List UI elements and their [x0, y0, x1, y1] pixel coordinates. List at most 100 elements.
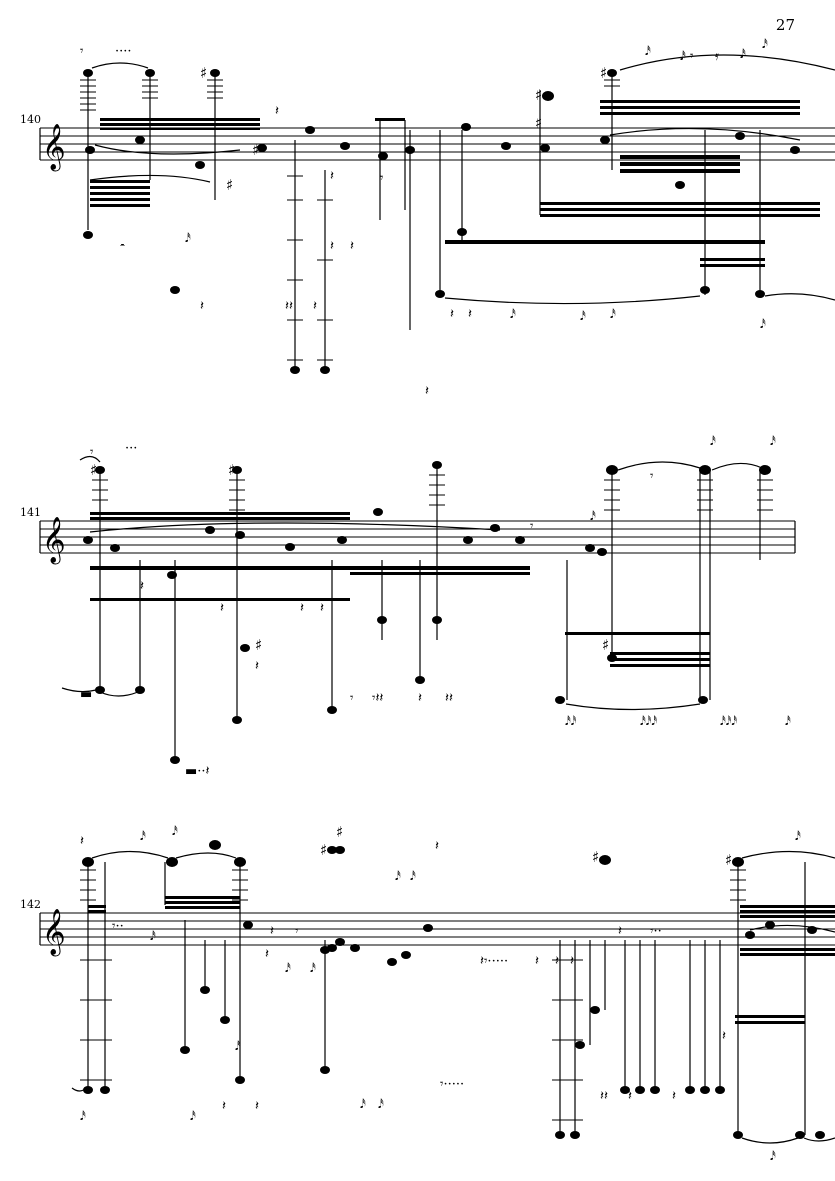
svg-text:𝄾: 𝄾	[530, 519, 534, 534]
note-heads	[83, 461, 771, 764]
svg-text:𝅘𝅥𝅰: 𝅘𝅥𝅰	[770, 1150, 776, 1163]
svg-text:♯: ♯	[226, 176, 233, 194]
svg-text:𝅘𝅥𝅰: 𝅘𝅥𝅰	[645, 45, 651, 58]
staff-lines	[40, 520, 795, 554]
svg-text:𝄽𝄽: 𝄽𝄽	[285, 299, 293, 314]
svg-text:♯: ♯	[725, 851, 732, 869]
svg-text:𝄽: 𝄽	[535, 954, 539, 969]
svg-text:𝅘𝅥𝅰: 𝅘𝅥𝅰	[785, 715, 791, 728]
svg-text:𝄽: 𝄽	[350, 239, 354, 254]
rest-icon: 𝄾···· 𝄽𝄽𝄽 𝄽𝄽 𝄽𝄽 𝄽𝄽 𝄽𝄾 𝄽𝄼 𝄾𝄿	[80, 44, 719, 399]
svg-text:♯: ♯	[255, 636, 262, 654]
svg-text:𝄾: 𝄾	[380, 171, 384, 186]
svg-text:𝅘𝅥𝅰: 𝅘𝅥𝅰	[190, 1110, 196, 1123]
svg-text:𝄼: 𝄼	[120, 239, 125, 254]
svg-text:▬: ▬	[80, 687, 92, 702]
svg-text:𝄽: 𝄽	[275, 104, 279, 119]
svg-text:𝄾··: 𝄾··	[112, 919, 124, 934]
svg-text:𝄽: 𝄽	[255, 659, 259, 674]
svg-text:𝄽: 𝄽	[628, 1089, 632, 1104]
svg-text:𝄽: 𝄽	[672, 1089, 676, 1104]
svg-text:𝄽: 𝄽	[435, 839, 439, 854]
treble-clef-icon: 𝄞	[42, 517, 66, 565]
svg-text:𝄽: 𝄽	[468, 307, 472, 322]
svg-text:♯: ♯	[90, 461, 97, 479]
svg-text:····: ····	[115, 44, 132, 59]
ties	[61, 455, 763, 711]
beam-group	[90, 100, 820, 267]
svg-text:𝄽: 𝄽	[140, 579, 144, 594]
sharp-icon: ♯♯ ♯♯	[90, 461, 609, 654]
svg-text:♯: ♯	[320, 841, 327, 859]
svg-text:𝅘𝅥𝅰: 𝅘𝅥𝅰	[185, 232, 191, 245]
svg-text:𝅘𝅥𝅰: 𝅘𝅥𝅰	[740, 48, 746, 61]
svg-text:𝅘𝅥𝅰: 𝅘𝅥𝅰	[235, 1040, 241, 1053]
note-heads	[83, 69, 800, 374]
ties	[71, 850, 835, 1144]
ledger-lines	[80, 869, 746, 1121]
treble-clef-icon: 𝄞	[42, 909, 66, 957]
measure-number: 140	[20, 113, 41, 126]
system-140: 140 𝄞	[20, 38, 835, 399]
svg-text:𝅘𝅥𝅰: 𝅘𝅥𝅰	[580, 310, 586, 323]
stem-group	[99, 465, 761, 760]
svg-text:𝅘𝅥𝅰: 𝅘𝅥𝅰	[510, 308, 516, 321]
svg-text:𝄾··: 𝄾··	[650, 924, 662, 939]
svg-text:𝄽: 𝄽	[220, 601, 224, 616]
measure-number: 141	[20, 506, 41, 519]
svg-text:♯: ♯	[336, 823, 343, 841]
svg-text:𝄽: 𝄽	[570, 954, 574, 969]
svg-text:♯: ♯	[228, 461, 235, 479]
svg-text:𝄾: 𝄾	[80, 44, 84, 59]
svg-text:𝅘𝅥𝅰: 𝅘𝅥𝅰	[378, 1098, 384, 1111]
flag-stacks: 𝅘𝅥𝅰𝅘𝅥𝅰𝅘𝅥𝅰𝅘𝅥𝅰𝅘𝅥𝅰 𝅘𝅥𝅰𝅘𝅥𝅰𝅘𝅥𝅰𝅘𝅥𝅰 𝅘𝅥𝅰𝅘𝅥𝅰 𝅘𝅥𝅰	[565, 435, 791, 728]
ties	[89, 54, 835, 305]
rest-icon: 𝄾··· 𝄽𝄽 𝄽𝄽 𝄽𝄾 𝄾𝄽𝄽𝄽 𝄽𝄽▬··𝄽 𝄾𝄾 ▬	[80, 441, 654, 779]
svg-text:𝄽: 𝄽	[618, 924, 622, 939]
svg-text:𝅘𝅥𝅰: 𝅘𝅥𝅰	[410, 870, 416, 883]
svg-text:𝄾: 𝄾	[90, 445, 94, 460]
ledger-lines	[92, 474, 773, 511]
svg-text:𝄽: 𝄽	[320, 601, 324, 616]
svg-text:♯: ♯	[535, 86, 542, 104]
page-number: 27	[775, 16, 795, 34]
beam-group	[88, 896, 835, 1024]
svg-text:𝅘𝅥𝅰: 𝅘𝅥𝅰	[762, 38, 768, 51]
svg-text:𝅘𝅥𝅰: 𝅘𝅥𝅰	[590, 510, 596, 523]
svg-text:𝄽𝄾·····: 𝄽𝄾·····	[480, 954, 508, 969]
sharp-icon: ♯♯ ♯♯ ♯♯	[200, 64, 607, 194]
svg-text:♯: ♯	[535, 114, 542, 132]
svg-text:𝅘𝅥𝅰: 𝅘𝅥𝅰	[172, 825, 178, 838]
svg-text:𝅘𝅥𝅰𝅘𝅥𝅰𝅘𝅥𝅰: 𝅘𝅥𝅰𝅘𝅥𝅰𝅘𝅥𝅰	[720, 715, 737, 728]
note-heads	[82, 840, 825, 1139]
svg-text:𝄽: 𝄽	[80, 834, 84, 849]
svg-text:𝄾: 𝄾	[650, 469, 654, 484]
svg-text:𝅘𝅥𝅰: 𝅘𝅥𝅰	[770, 435, 776, 448]
svg-text:𝅘𝅥𝅰: 𝅘𝅥𝅰	[395, 870, 401, 883]
svg-text:𝅘𝅥𝅰: 𝅘𝅥𝅰	[760, 318, 766, 331]
svg-text:𝄽: 𝄽	[450, 307, 454, 322]
flag-stacks: 𝅘𝅥𝅰𝅘𝅥𝅰 𝅘𝅥𝅰𝅘𝅥𝅰 𝅘𝅥𝅰𝅘𝅥𝅰 𝅘𝅥𝅰𝅘𝅥𝅰 𝅘𝅥𝅰	[185, 38, 768, 331]
svg-text:𝄾: 𝄾	[690, 49, 694, 64]
svg-text:𝄾𝄽𝄽: 𝄾𝄽𝄽	[372, 691, 383, 706]
system-141: 141 𝄞	[20, 435, 796, 779]
svg-text:···: ···	[125, 441, 137, 456]
svg-text:𝅘𝅥𝅰: 𝅘𝅥𝅰	[150, 930, 156, 943]
svg-text:𝄽𝄽: 𝄽𝄽	[445, 691, 453, 706]
measure-number: 142	[20, 898, 41, 911]
staff-lines	[40, 912, 835, 946]
treble-clef-icon: 𝄞	[42, 124, 66, 172]
svg-text:𝄽: 𝄽	[222, 1099, 226, 1114]
svg-text:𝄿: 𝄿	[715, 49, 719, 64]
svg-text:𝅘𝅥𝅰𝅘𝅥𝅰𝅘𝅥𝅰: 𝅘𝅥𝅰𝅘𝅥𝅰𝅘𝅥𝅰	[640, 715, 657, 728]
svg-text:▬··𝄽: ▬··𝄽	[185, 764, 210, 779]
svg-text:𝄽: 𝄽	[313, 299, 317, 314]
svg-text:𝅘𝅥𝅰: 𝅘𝅥𝅰	[795, 830, 801, 843]
svg-text:𝅘𝅥𝅰: 𝅘𝅥𝅰	[680, 50, 686, 63]
svg-text:𝅘𝅥𝅰: 𝅘𝅥𝅰	[285, 962, 291, 975]
svg-text:𝄽: 𝄽	[270, 924, 274, 939]
svg-text:𝄽𝄽: 𝄽𝄽	[600, 1089, 608, 1104]
svg-text:𝄽: 𝄽	[555, 954, 559, 969]
svg-text:𝄾: 𝄾	[295, 924, 299, 939]
svg-text:𝅘𝅥𝅰: 𝅘𝅥𝅰	[310, 962, 316, 975]
